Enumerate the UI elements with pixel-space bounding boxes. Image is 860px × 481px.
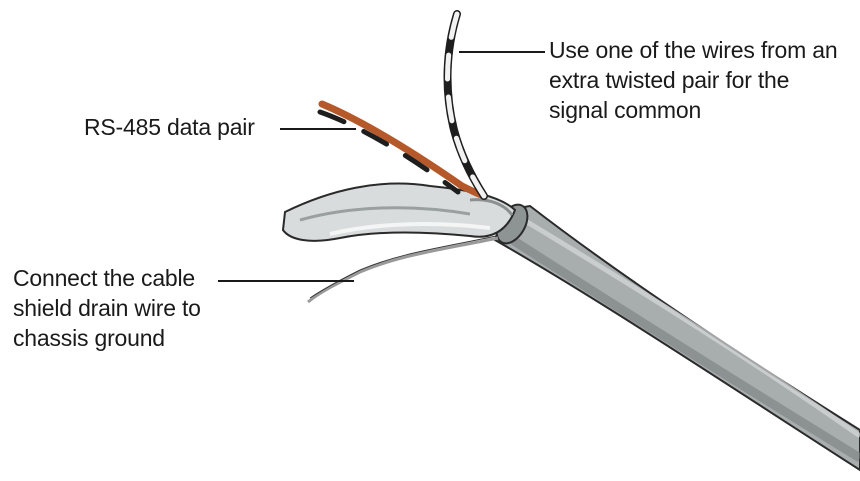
data-pair-callout: RS-485 data pair (84, 112, 255, 142)
signal-common-line-3: signal common (549, 95, 837, 125)
drain-wire-callout: Connect the cable shield drain wire to c… (13, 263, 201, 353)
drain-wire-line-3: chassis ground (13, 323, 201, 353)
signal-common-wires (448, 14, 484, 196)
drain-wire (308, 238, 498, 302)
signal-common-callout: Use one of the wires from an extra twist… (549, 35, 837, 125)
drain-wire-line-2: shield drain wire to (13, 293, 201, 323)
data-pair-label: RS-485 data pair (84, 112, 255, 142)
signal-common-line-2: extra twisted pair for the (549, 65, 837, 95)
signal-common-line-1: Use one of the wires from an (549, 35, 837, 65)
cable-jacket (490, 199, 860, 470)
drain-wire-line-1: Connect the cable (13, 263, 201, 293)
